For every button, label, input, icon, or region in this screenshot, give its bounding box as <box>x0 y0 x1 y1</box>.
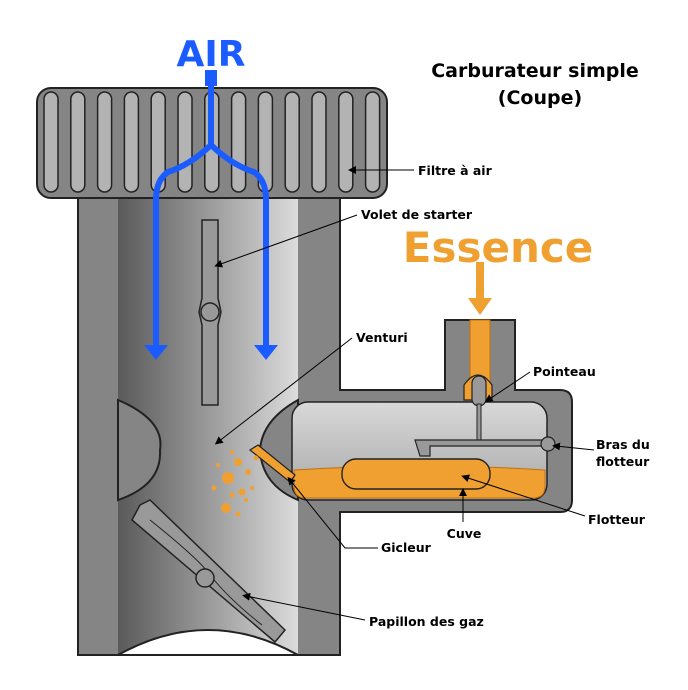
label-pointeau: Pointeau <box>533 364 596 379</box>
float <box>341 458 491 490</box>
fuel-inlet-arrow <box>468 262 492 315</box>
diagram-title-line2: (Coupe) <box>498 87 582 109</box>
label-cuve: Cuve <box>447 526 482 541</box>
fuel-droplets <box>211 450 259 517</box>
essence-heading: Essence <box>403 223 593 272</box>
filter-slot <box>177 91 193 193</box>
air-inlet-arrow <box>205 70 217 86</box>
filter-slot <box>230 91 247 193</box>
throttle-plate <box>131 499 287 644</box>
filter-slot <box>43 91 59 193</box>
diagram-title-line1: Carburateur simple <box>431 60 639 82</box>
filter-slot <box>311 91 327 193</box>
jet <box>248 444 296 483</box>
label-filtre-a-air: Filtre à air <box>418 163 493 178</box>
label-bras-du-flotteur-1: Bras du <box>596 437 650 452</box>
filter-slot <box>70 91 86 193</box>
filter-slot <box>364 91 381 193</box>
leader-lines <box>214 166 595 621</box>
air-heading: AIR <box>177 34 246 75</box>
filter-slot <box>96 91 113 193</box>
filter-slot <box>338 91 354 193</box>
label-bras-du-flotteur-2: flotteur <box>596 454 650 469</box>
label-venturi: Venturi <box>356 330 408 345</box>
choke-plate <box>198 219 222 406</box>
filter-slot <box>284 91 300 193</box>
label-flotteur: Flotteur <box>588 512 646 527</box>
float-bowl <box>248 319 556 501</box>
label-volet-de-starter: Volet de starter <box>361 207 473 222</box>
filter-slot <box>123 91 140 193</box>
air-arrow-head-right <box>254 345 278 360</box>
label-papillon-des-gaz: Papillon des gaz <box>369 614 484 629</box>
air-arrow-head-left <box>144 345 168 360</box>
label-gicleur: Gicleur <box>381 540 432 555</box>
